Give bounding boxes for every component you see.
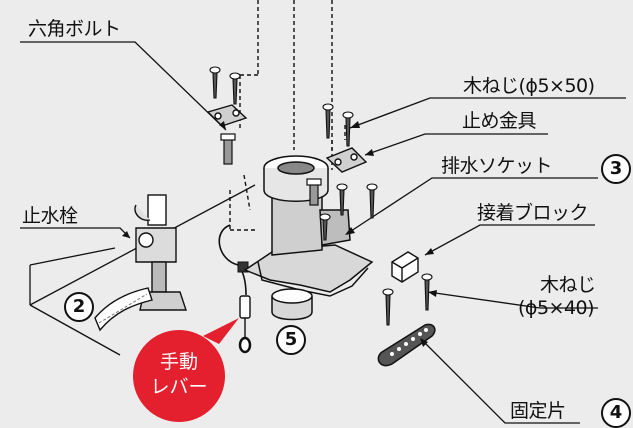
- label-bracket: 止め金具: [462, 110, 537, 132]
- leader-arrowheads: [122, 121, 437, 347]
- label-wood-screw-40-line2: (ϕ5×40): [518, 297, 595, 319]
- fixing-piece: [377, 323, 436, 367]
- hex-bolts: [220, 133, 322, 206]
- label-drain-socket: 排水ソケット: [441, 155, 553, 177]
- number-badge-cap: 5: [276, 325, 306, 355]
- number-badge-stop-valve: 2: [64, 292, 94, 322]
- stop-valve: [94, 194, 187, 332]
- adhesive-block: [391, 251, 419, 283]
- number-badge-drain-socket: 3: [601, 154, 631, 184]
- label-fixing-piece: 固定片: [510, 400, 566, 422]
- wood-screws: [209, 66, 433, 326]
- drain-socket: [243, 155, 374, 297]
- number-badge-fixing-piece: 4: [601, 398, 631, 428]
- badge-line1: 手動: [159, 351, 198, 373]
- label-stop-valve: 止水栓: [22, 205, 78, 227]
- cable-and-lever: [218, 224, 252, 354]
- manual-lever-badge: 手動 レバー: [133, 318, 239, 422]
- badge-pointer: [203, 318, 239, 344]
- label-hex-bolt: 六角ボルト: [28, 18, 121, 40]
- label-wood-screw-50: 木ねじ(ϕ5×50): [463, 75, 595, 97]
- brackets: [206, 104, 368, 173]
- label-adhesive-block: 接着ブロック: [477, 202, 589, 224]
- label-wood-screw-40-line1: 木ねじ: [540, 274, 596, 296]
- cap: [271, 288, 313, 321]
- badge-line2: レバー: [150, 376, 208, 398]
